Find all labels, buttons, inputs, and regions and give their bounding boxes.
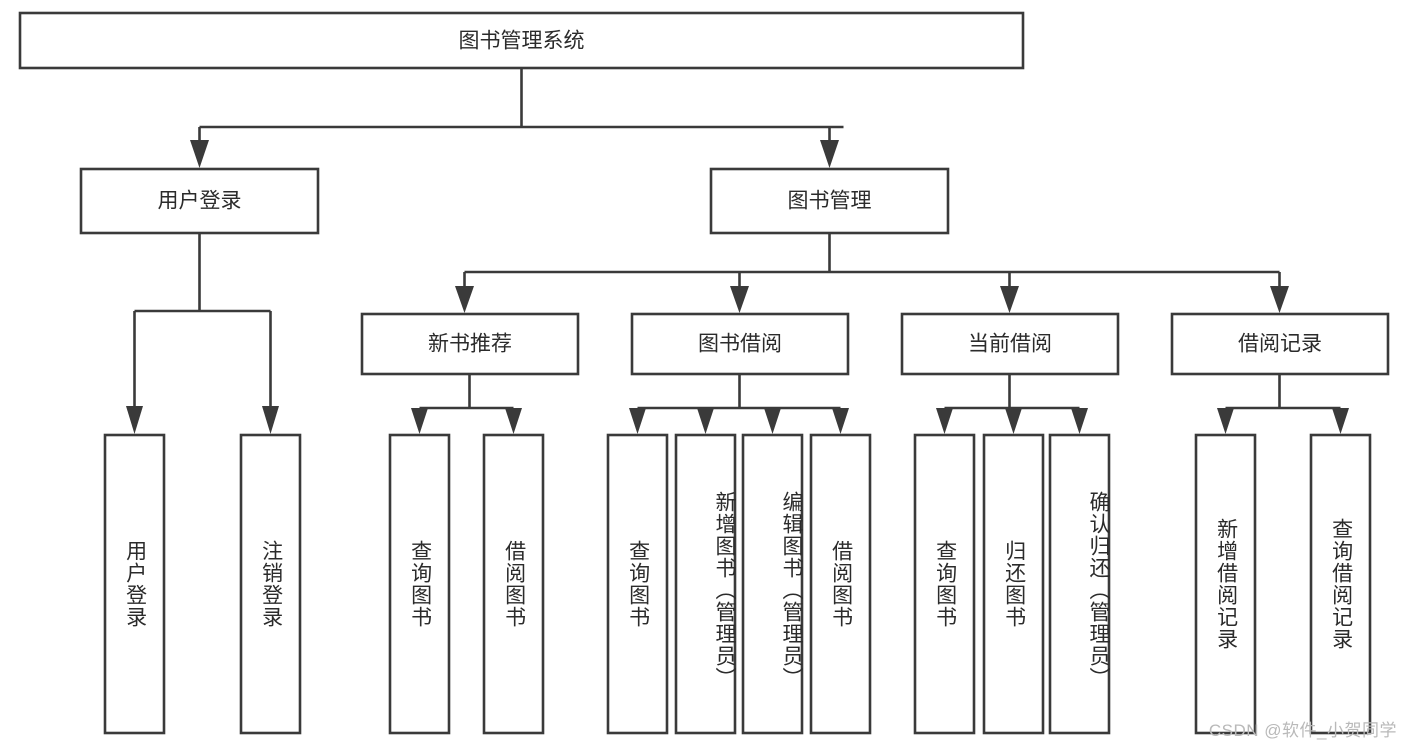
arrowhead-cb-leaf-1 — [936, 408, 953, 434]
arrowhead-to-borrow-record — [1270, 286, 1289, 313]
node-root-label: 图书管理系统 — [459, 30, 585, 53]
arrowhead-nbr-leaf-1 — [411, 408, 428, 434]
leaf-box-borrow-book-nbr[interactable] — [482, 433, 545, 735]
node-root[interactable]: 图书管理系统 — [18, 11, 1025, 70]
leaf-box-query-borrow-record[interactable] — [1309, 433, 1372, 735]
node-book-borrow[interactable]: 图书借阅 — [630, 312, 850, 376]
watermark-text: CSDN @软件_小贺同学 — [1208, 721, 1397, 740]
node-user-login-label: 用户登录 — [158, 190, 242, 213]
leaf-box-add-borrow-record[interactable] — [1194, 433, 1257, 735]
arrowhead-bb-leaf-1 — [629, 408, 646, 434]
arrowhead-nbr-leaf-2 — [505, 408, 522, 434]
node-book-borrow-label: 图书借阅 — [698, 333, 782, 356]
node-book-management-label: 图书管理 — [788, 190, 872, 213]
arrowhead-to-book-borrow — [730, 286, 749, 313]
connector-group-current-borrow — [936, 374, 1088, 434]
arrowhead-cb-leaf-3 — [1071, 408, 1088, 434]
node-user-login[interactable]: 用户登录 — [79, 167, 320, 235]
node-book-management[interactable]: 图书管理 — [709, 167, 950, 235]
arrowhead-br-leaf-2 — [1332, 408, 1349, 434]
leaf-box-query-book-cb[interactable] — [913, 433, 976, 735]
arrowhead-br-leaf-1 — [1217, 408, 1234, 434]
node-user-login-box[interactable] — [79, 167, 320, 235]
leaf-box-borrow-book-bb[interactable] — [809, 433, 872, 735]
arrowhead-leaf-user-login — [126, 406, 143, 434]
node-new-book-recommend-box[interactable] — [360, 312, 580, 376]
node-root-box[interactable] — [18, 11, 1025, 70]
node-new-book-recommend-label: 新书推荐 — [428, 333, 512, 356]
node-new-book-recommend[interactable]: 新书推荐 — [360, 312, 580, 376]
arrowhead-bb-leaf-3 — [764, 408, 781, 434]
connector-group-book-mgmt — [455, 233, 1289, 313]
arrowhead-to-new-book-rec — [455, 286, 474, 313]
leaf-box-add-book-admin[interactable] — [674, 433, 737, 735]
node-borrow-record-label: 借阅记录 — [1238, 333, 1322, 356]
leaf-box-return-book[interactable] — [982, 433, 1045, 735]
connector-group-book-borrow — [629, 374, 849, 434]
leaf-box-edit-book-admin[interactable] — [741, 433, 804, 735]
node-current-borrow-label: 当前借阅 — [968, 333, 1052, 356]
connector-group-root — [190, 68, 844, 168]
node-borrow-record-box[interactable] — [1170, 312, 1390, 376]
connector-group-new-book-rec — [411, 374, 522, 434]
arrowhead-bb-leaf-2 — [697, 408, 714, 434]
arrowhead-root-to-user-login — [190, 140, 209, 168]
node-current-borrow-box[interactable] — [900, 312, 1120, 376]
leaf-box-user-login[interactable] — [103, 433, 166, 735]
leaf-box-logout[interactable] — [239, 433, 302, 735]
connector-group-user-login — [126, 233, 279, 434]
node-current-borrow[interactable]: 当前借阅 — [900, 312, 1120, 376]
leaf-box-confirm-return-admin[interactable] — [1048, 433, 1111, 735]
node-book-borrow-box[interactable] — [630, 312, 850, 376]
arrowhead-root-to-book-mgmt — [820, 140, 839, 168]
arrowhead-bb-leaf-4 — [832, 408, 849, 434]
arrowhead-leaf-logout — [262, 406, 279, 434]
arrowhead-to-current-borrow — [1000, 286, 1019, 313]
leaf-box-query-book-nbr[interactable] — [388, 433, 451, 735]
node-borrow-record[interactable]: 借阅记录 — [1170, 312, 1390, 376]
leaf-box-query-book-bb[interactable] — [606, 433, 669, 735]
connector-group-borrow-record — [1217, 374, 1349, 434]
node-book-management-box[interactable] — [709, 167, 950, 235]
arrowhead-cb-leaf-2 — [1005, 408, 1022, 434]
